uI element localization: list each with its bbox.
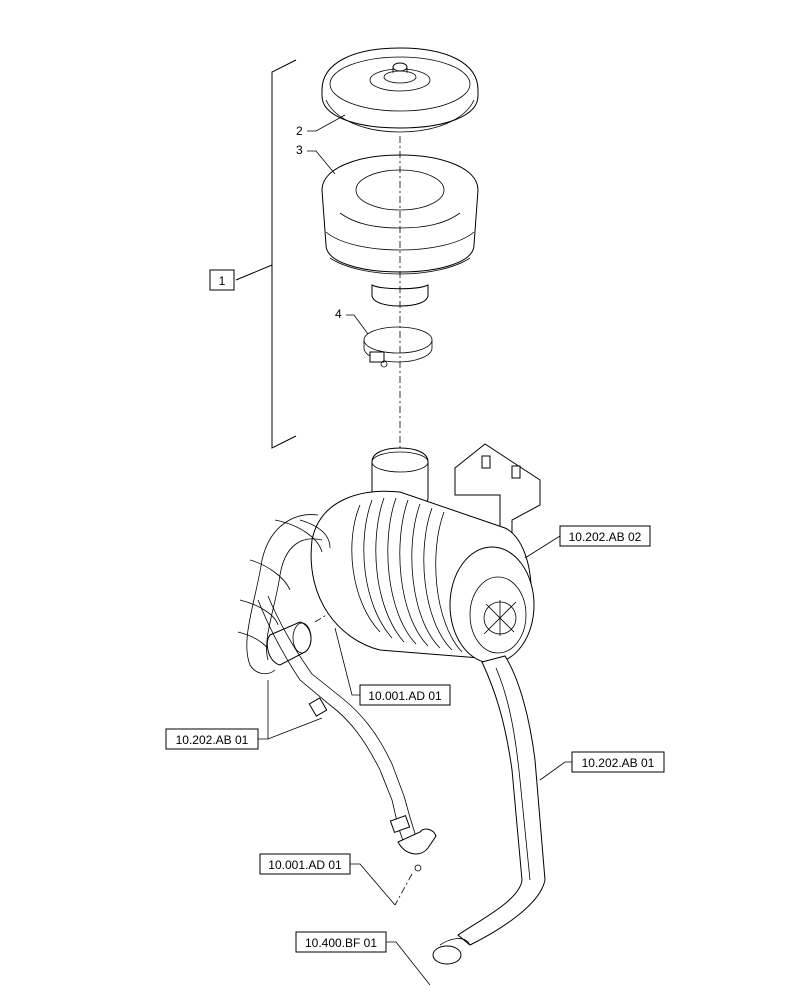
air-cleaner-housing <box>310 443 541 664</box>
svg-text:10.202.AB 02: 10.202.AB 02 <box>569 530 642 544</box>
svg-text:10.202.AB 01: 10.202.AB 01 <box>176 733 249 747</box>
ref-callout-mid: 10.001.AD 01 <box>334 627 451 706</box>
vacuator-valve <box>266 621 312 666</box>
callout-2: 2 <box>296 114 346 138</box>
svg-text:3: 3 <box>296 143 303 157</box>
svg-text:1: 1 <box>219 274 226 288</box>
ref-callout-left: 10.202.AB 01 <box>165 680 323 750</box>
svg-text:10.400.BF 01: 10.400.BF 01 <box>305 936 377 950</box>
ref-callout-top-right: 10.202.AB 02 <box>524 525 651 559</box>
precleaner-cover <box>321 47 479 133</box>
svg-text:2: 2 <box>296 124 303 138</box>
ref-line-mid <box>314 613 329 623</box>
svg-text:10.202.AB 01: 10.202.AB 01 <box>582 756 655 770</box>
outlet-pipe <box>432 655 546 965</box>
hose-clamp <box>363 326 433 368</box>
svg-text:10.001.AD 01: 10.001.AD 01 <box>368 689 442 703</box>
svg-text:4: 4 <box>335 307 342 321</box>
ref-callout-bottom: 10.400.BF 01 <box>295 931 431 986</box>
ref-line-lower <box>394 873 413 906</box>
callout-1: 1 <box>209 269 235 291</box>
ref-callout-lower: 10.001.AD 01 <box>259 853 396 906</box>
drain-hose <box>257 595 437 872</box>
svg-text:10.001.AD 01: 10.001.AD 01 <box>268 858 342 872</box>
callout-4: 4 <box>335 307 369 335</box>
ref-callout-right: 10.202.AB 01 <box>539 751 665 781</box>
group-bracket <box>235 59 297 449</box>
callout-3: 3 <box>296 143 336 175</box>
